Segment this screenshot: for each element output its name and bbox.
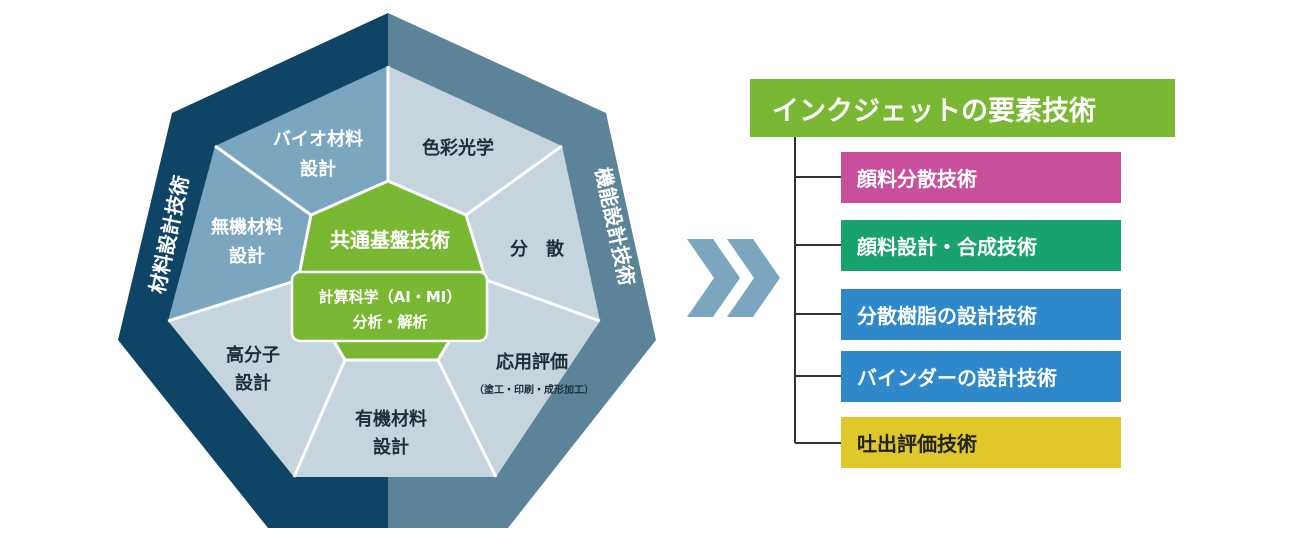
tree-item-label: 顔料分散技術 bbox=[857, 167, 977, 191]
tree-item-binder-design: バインダーの設計技術 bbox=[841, 351, 1121, 402]
chevron-right-icon bbox=[687, 239, 780, 317]
core-title: 共通基盤技術 bbox=[330, 228, 450, 252]
segment-dispersion-label: 分 散 bbox=[510, 238, 565, 260]
tree-item-label: バインダーの設計技術 bbox=[857, 366, 1057, 390]
segment-color-bg bbox=[388, 66, 562, 215]
segment-organic-label-1: 有機材料 bbox=[355, 408, 427, 430]
core-line-1: 計算科学（AI・MI） bbox=[319, 288, 462, 306]
segment-organic-bg bbox=[294, 360, 496, 477]
tree-item-pigment-design: 顔料設計・合成技術 bbox=[841, 220, 1121, 271]
segment-color-label: 色彩光学 bbox=[422, 137, 494, 159]
tree-connector bbox=[794, 137, 841, 444]
segment-polymer-label-2: 設計 bbox=[235, 372, 271, 394]
tree-item-label: 吐出評価技術 bbox=[857, 432, 977, 456]
tree-item-label: 顔料設計・合成技術 bbox=[857, 235, 1037, 259]
tree-item-resin-design: 分散樹脂の設計技術 bbox=[841, 289, 1121, 340]
segment-evaluation-label-2: （塗工・印刷・成形加工） bbox=[474, 383, 594, 396]
segment-polymer-label-1: 高分子 bbox=[226, 344, 280, 366]
core-inner-box bbox=[290, 270, 489, 343]
segment-inorganic-label-2: 設計 bbox=[229, 245, 265, 267]
tree-item-pigment-dispersion: 顔料分散技術 bbox=[841, 152, 1121, 203]
segment-bio-label-1: バイオ材料 bbox=[273, 128, 363, 150]
core-line-2: 分析・解析 bbox=[352, 313, 427, 331]
segment-dispersion-bg bbox=[466, 146, 600, 321]
tree-item-label: 分散樹脂の設計技術 bbox=[857, 304, 1037, 328]
segment-inorganic-label-1: 無機材料 bbox=[211, 216, 283, 238]
segment-organic-label-2: 設計 bbox=[373, 436, 409, 458]
tree-title-text: インクジェットの要素技術 bbox=[772, 95, 1096, 127]
tree-item-ejection-evaluation: 吐出評価技術 bbox=[841, 417, 1121, 468]
segment-bio-bg bbox=[215, 66, 388, 215]
segment-evaluation-label-1: 応用評価 bbox=[496, 351, 568, 373]
segment-bio-label-2: 設計 bbox=[300, 158, 336, 180]
segment-dividers bbox=[167, 66, 601, 478]
tree-title: インクジェットの要素技術 bbox=[750, 79, 1175, 137]
